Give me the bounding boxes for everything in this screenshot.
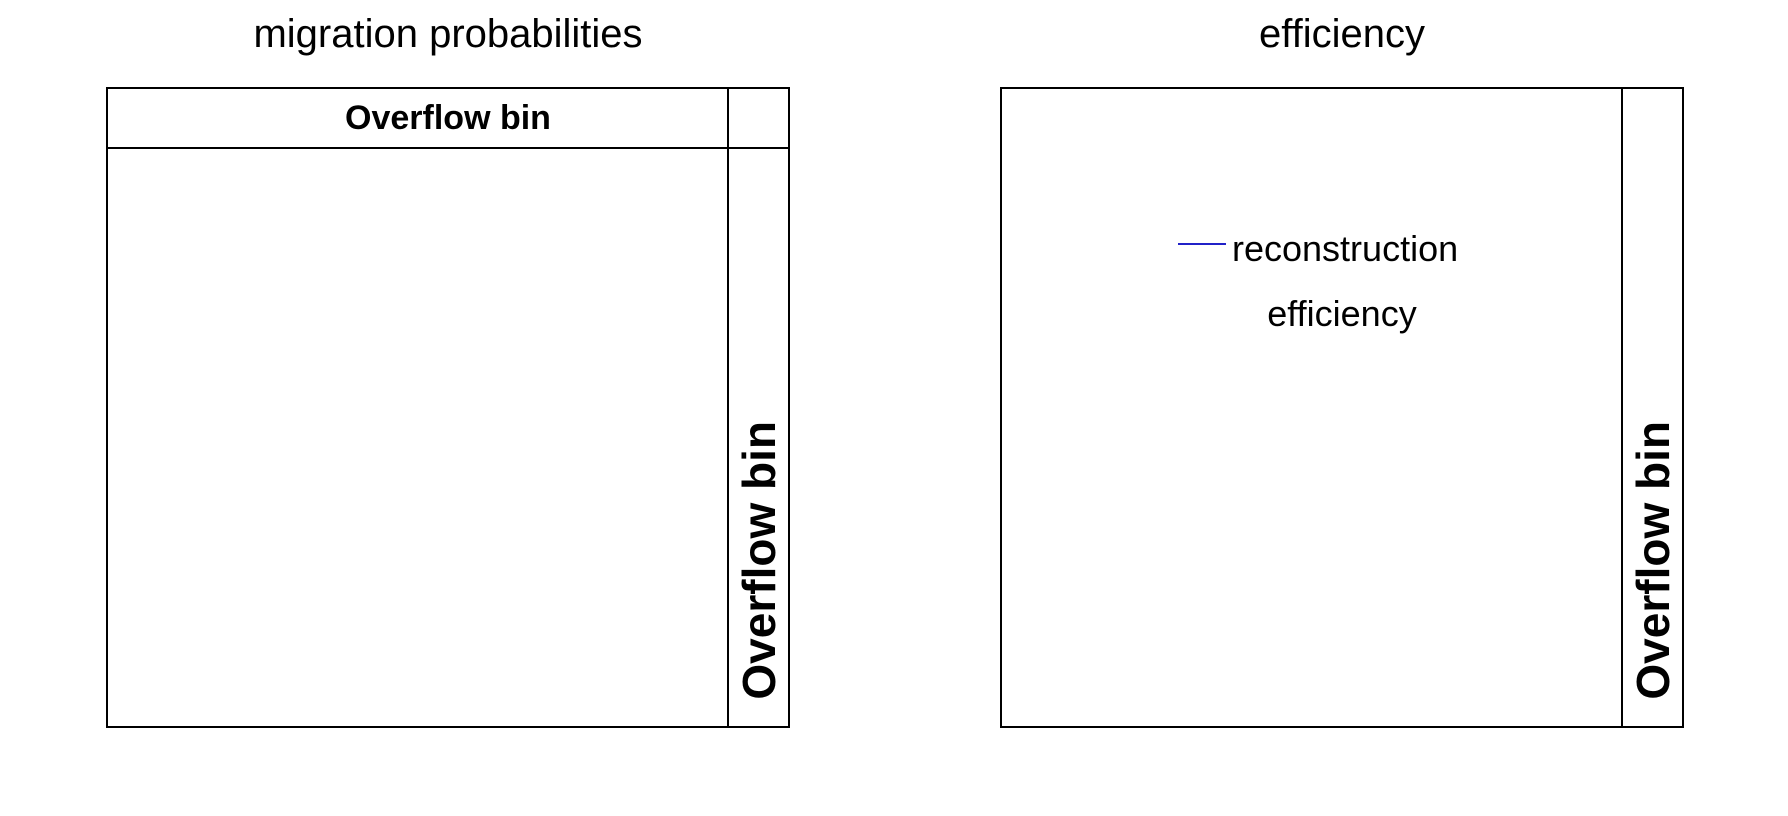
efficiency-panel-title: efficiency bbox=[1258, 12, 1425, 56]
legend-label-line1: reconstruction bbox=[1232, 228, 1459, 269]
legend-line-marker bbox=[1178, 243, 1226, 245]
migration-panel-title: migration probabilities bbox=[253, 12, 643, 56]
overflow-right-band-label-right-panel: Overflow bin bbox=[1626, 421, 1679, 700]
overflow-right-band-left-panel: Overflow bin bbox=[727, 89, 788, 726]
migration-plot-frame: Overflow bin Overflow bin bbox=[106, 87, 790, 728]
efficiency-plot-frame: Overflow bin reconstruction efficiency bbox=[1000, 87, 1684, 728]
overflow-right-band-label-left-panel: Overflow bin bbox=[732, 421, 785, 700]
legend-label-line2: efficiency bbox=[1267, 293, 1417, 334]
overflow-top-band-label: Overflow bin bbox=[345, 99, 551, 137]
overflow-right-band-right-panel: Overflow bin bbox=[1621, 89, 1682, 726]
overflow-top-band: Overflow bin bbox=[108, 89, 788, 149]
